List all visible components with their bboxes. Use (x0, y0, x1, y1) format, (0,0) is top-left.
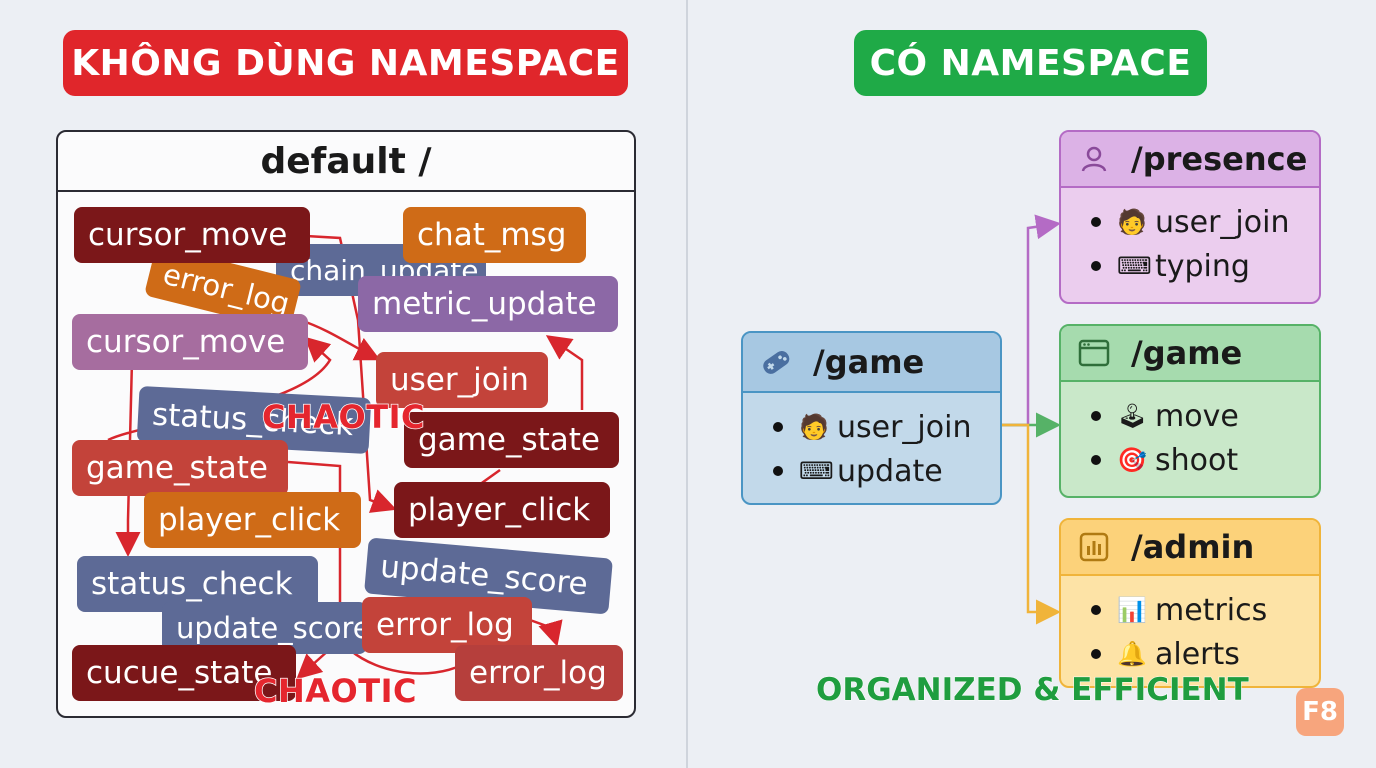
event-chip: game_state (72, 440, 288, 496)
no-namespace-banner: KHÔNG DÙNG NAMESPACE (63, 30, 628, 96)
list-item: 📊 metrics (1091, 588, 1319, 632)
source-namespace-game: /game 🧑 user_join ⌨update (741, 331, 1002, 505)
event-label: update (837, 453, 943, 489)
gamepad-icon (759, 345, 793, 379)
namespace-banner: CÓ NAMESPACE (854, 30, 1207, 96)
person-icon: 🧑 (1117, 208, 1147, 236)
joystick-icon: 🕹 (1117, 402, 1148, 430)
source-namespace-title: /game (813, 343, 925, 381)
chaotic-label: CHAOTIC (261, 397, 425, 437)
namespace-header: /presence (1061, 132, 1319, 188)
list-item: 🕹move (1091, 394, 1319, 438)
target-icon: 🎯 (1117, 446, 1147, 474)
browser-window-icon (1077, 336, 1111, 370)
chaotic-label: CHAOTIC (253, 671, 417, 711)
namespace-presence: /presence 🧑 user_join ⌨typing (1059, 130, 1321, 304)
list-item: 🧑 user_join (1091, 200, 1319, 244)
event-label: typing (1155, 248, 1250, 284)
namespace-header: /game (1061, 326, 1319, 382)
source-namespace-header: /game (743, 333, 1000, 393)
namespace-title: /game (1131, 334, 1243, 372)
person-icon: 🧑 (799, 413, 829, 441)
bar-chart-icon (1077, 530, 1111, 564)
list-item: 🎯 shoot (1091, 438, 1319, 482)
event-chip: user_join (376, 352, 548, 408)
event-chip: metric_update (358, 276, 618, 332)
namespace-header: /admin (1061, 520, 1319, 576)
namespace-admin: /admin 📊 metrics 🔔 alerts (1059, 518, 1321, 688)
keyboard-icon: ⌨ (1117, 252, 1152, 280)
event-label: alerts (1155, 636, 1240, 672)
event-chip: error_log (455, 645, 623, 701)
default-namespace-title: default / (58, 132, 634, 192)
event-chip: player_click (394, 482, 610, 538)
list-item: ⌨typing (1091, 244, 1319, 288)
user-icon (1077, 142, 1111, 176)
namespace-game: /game 🕹move 🎯 shoot (1059, 324, 1321, 498)
event-label: user_join (837, 409, 972, 445)
event-chip: error_log (362, 597, 532, 653)
bell-icon: 🔔 (1117, 640, 1147, 668)
event-chip: player_click (144, 492, 361, 548)
organized-label: ORGANIZED & EFFICIENT (816, 672, 1250, 709)
list-item: ⌨update (773, 449, 1000, 493)
chart-icon: 📊 (1117, 596, 1147, 624)
list-item: 🧑 user_join (773, 405, 1000, 449)
event-chip: cursor_move (72, 314, 308, 370)
event-chip: cursor_move (74, 207, 310, 263)
event-label: user_join (1155, 204, 1290, 240)
list-item: 🔔 alerts (1091, 632, 1319, 676)
event-chip: cucue_state (72, 645, 296, 701)
event-chip: game_state (404, 412, 619, 468)
event-label: metrics (1155, 592, 1268, 628)
namespace-title: /presence (1131, 140, 1308, 178)
center-divider (686, 0, 688, 768)
f8-logo: F8 (1296, 688, 1344, 736)
keyboard-icon: ⌨ (799, 457, 834, 485)
event-chip: chat_msg (403, 207, 586, 263)
event-label: shoot (1155, 442, 1239, 478)
namespace-title: /admin (1131, 528, 1255, 566)
event-label: move (1155, 398, 1239, 434)
